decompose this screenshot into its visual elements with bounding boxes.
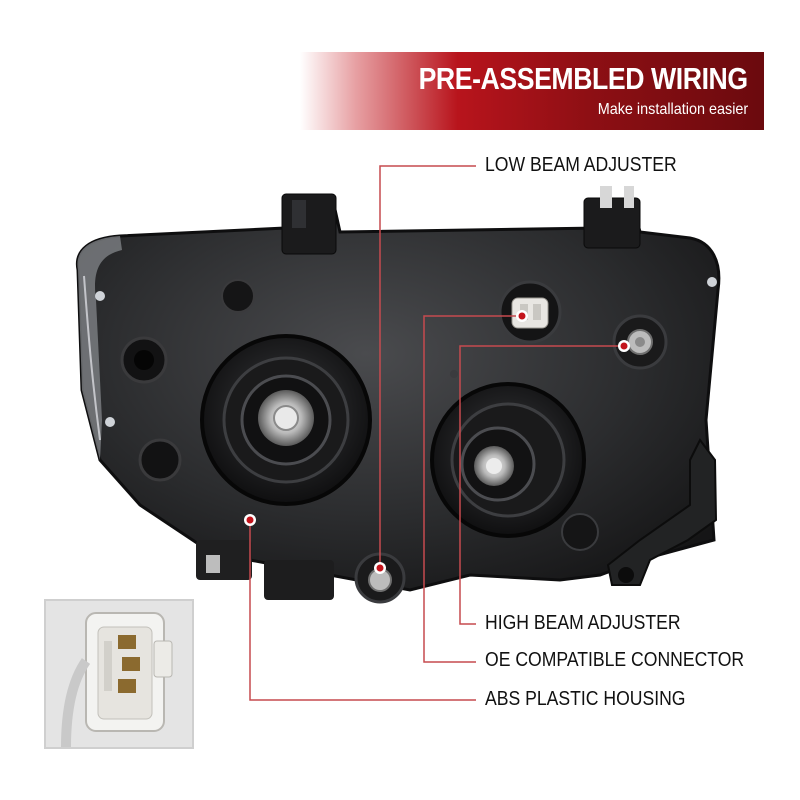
connector-inset <box>44 599 194 749</box>
callout-leaders <box>249 165 624 701</box>
feature-banner: PRE-ASSEMBLED WIRING Make installation e… <box>300 52 764 130</box>
callout-markers <box>244 310 630 574</box>
callout-low-beam-adjuster: LOW BEAM ADJUSTER <box>485 154 677 176</box>
callout-high-beam-adjuster: HIGH BEAM ADJUSTER <box>485 612 681 634</box>
wiring-connector-closeup-image <box>46 601 192 747</box>
lens-edge <box>77 236 122 460</box>
mount-tab-left <box>281 193 337 255</box>
callout-abs-housing: ABS PLASTIC HOUSING <box>485 688 686 710</box>
bottom-clip-left <box>196 540 252 580</box>
abs-plastic-housing <box>75 194 721 592</box>
left-port-lower <box>138 438 182 482</box>
mount-bracket-right <box>606 438 718 586</box>
callout-oe-connector: OE COMPATIBLE CONNECTOR <box>485 649 745 671</box>
banner-title: PRE-ASSEMBLED WIRING <box>418 61 749 96</box>
banner-subtitle: Make installation easier <box>597 101 748 118</box>
